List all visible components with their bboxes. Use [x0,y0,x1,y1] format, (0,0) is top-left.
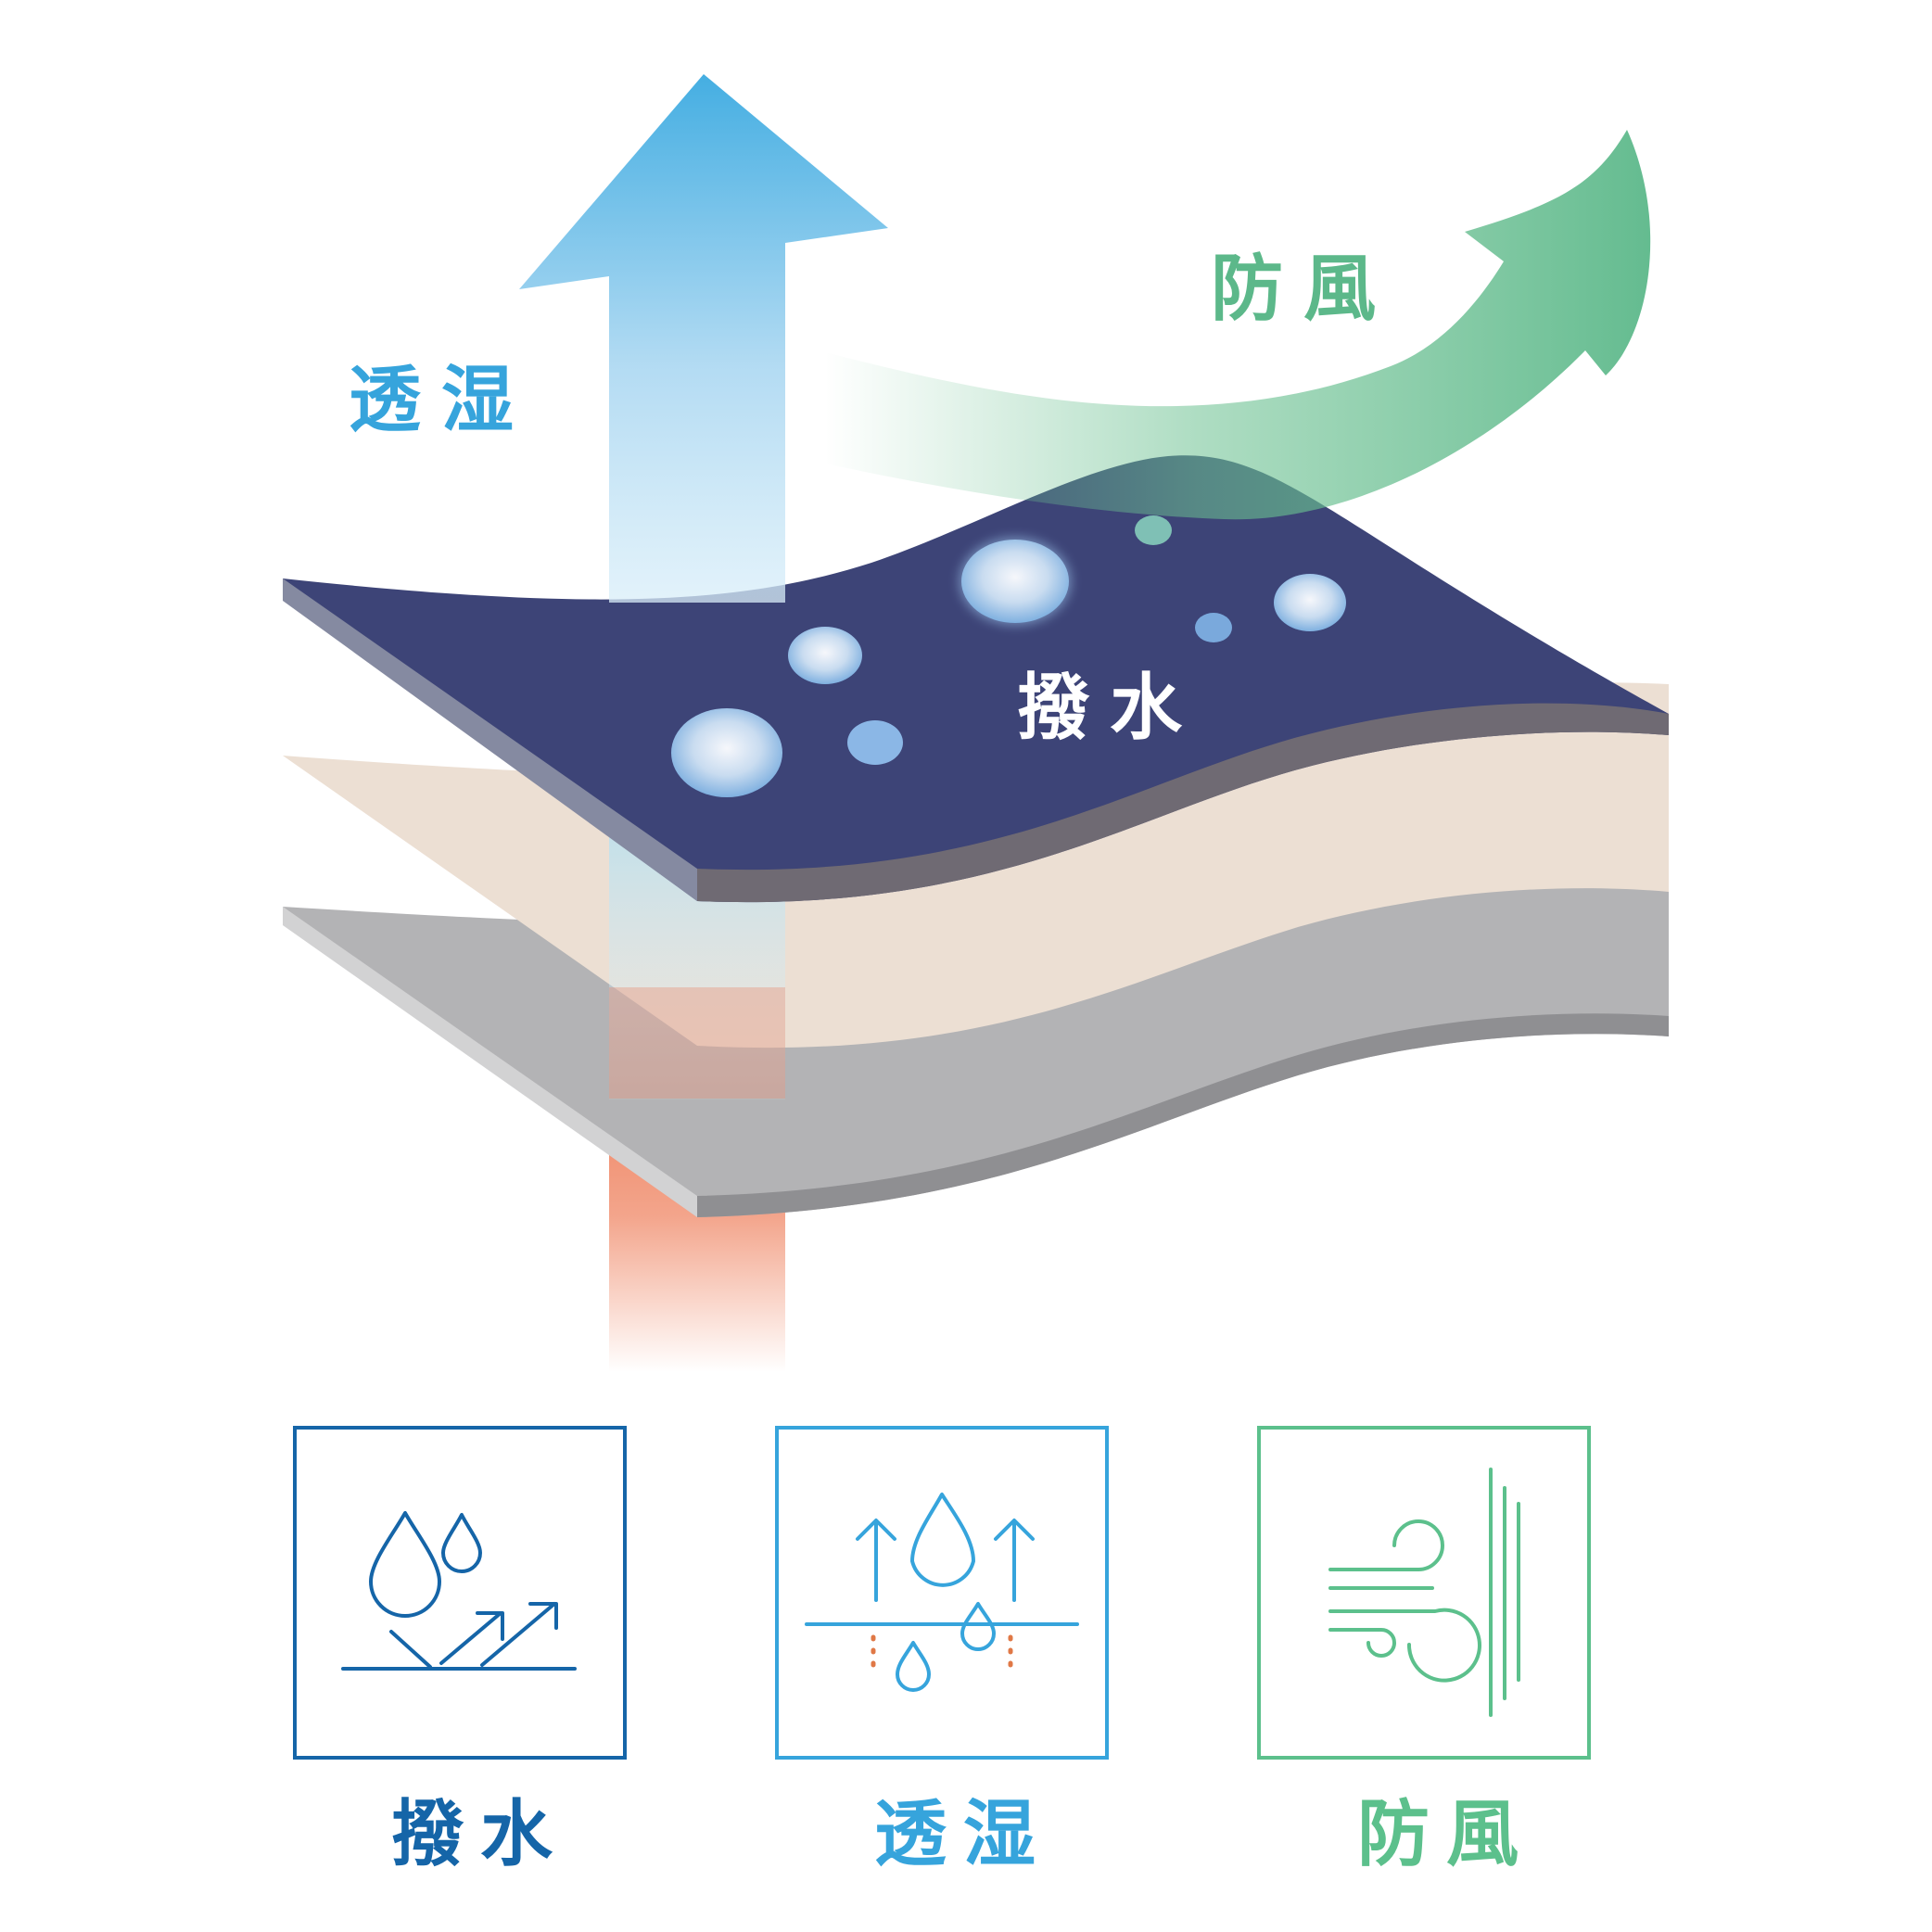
windproof-icon [1328,1468,1520,1717]
water-droplet [1274,574,1346,631]
water-droplet [847,720,903,765]
windproof-label: 防風 [1211,248,1396,331]
feature-card-breathable: 透湿 [775,1426,1109,1876]
feature-label-windproof: 防風 [1357,1793,1535,1876]
breathable-label: 透湿 [349,359,534,442]
water-repellent-icon [341,1511,577,1671]
feature-card-windproof: 防風 [1257,1426,1591,1876]
water-droplet [1195,613,1232,642]
breathable-arrow [519,74,888,603]
water-droplet [671,708,782,797]
water-droplet [1135,515,1172,545]
feature-label-breathable: 透湿 [874,1793,1052,1876]
water-droplet [788,627,862,684]
water-droplet [961,540,1069,623]
breathable-icon [805,1493,1079,1692]
feature-card-water-repellent: 撥水 [293,1426,627,1876]
heat-column-glow [609,987,785,1099]
windproof-arrow [825,130,1651,520]
outer-layer [283,455,1669,903]
water-droplets [671,515,1346,797]
water-repellent-label: 撥水 [1017,667,1202,750]
feature-label-water-repellent: 撥水 [391,1793,569,1876]
